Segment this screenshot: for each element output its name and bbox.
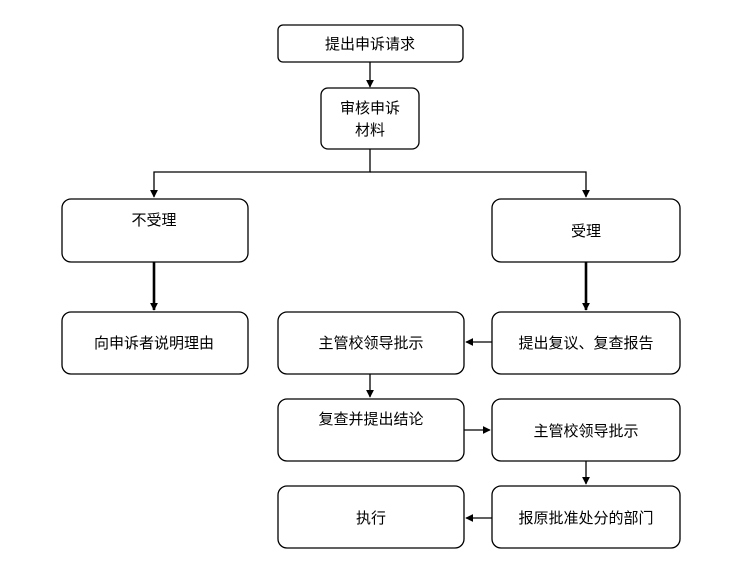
flow-connectors xyxy=(150,62,590,522)
node-accepted-label: 受理 xyxy=(571,222,601,240)
node-reinspect-conclude-label: 复查并提出结论 xyxy=(318,410,423,428)
node-explain-reason-label: 向申诉者说明理由 xyxy=(94,334,214,352)
node-review-materials: 审核申诉 材料 xyxy=(320,87,420,150)
edge-review-to-not-accepted xyxy=(150,149,371,198)
edge-review-to-accepted xyxy=(370,171,590,198)
node-review-materials-label-line1: 审核申诉 xyxy=(340,99,400,117)
node-accepted: 受理 xyxy=(491,198,681,263)
node-not-accepted: 不受理 xyxy=(61,198,249,263)
node-submit-request: 提出申诉请求 xyxy=(277,24,464,63)
node-supervisor-approval-2: 主管校领导批示 xyxy=(491,398,681,462)
node-execute: 执行 xyxy=(277,485,465,549)
node-review-materials-label-line2: 材料 xyxy=(355,121,385,139)
node-report-department-label: 报原批准处分的部门 xyxy=(518,509,653,527)
node-report-department: 报原批准处分的部门 xyxy=(491,485,681,549)
node-supervisor-approval-1: 主管校领导批示 xyxy=(277,311,465,375)
node-reinspection-report-label: 提出复议、复查报告 xyxy=(518,334,653,352)
node-supervisor-approval-2-label: 主管校领导批示 xyxy=(533,422,638,440)
node-execute-label: 执行 xyxy=(356,509,386,527)
node-submit-request-label: 提出申诉请求 xyxy=(325,35,415,53)
node-explain-reason: 向申诉者说明理由 xyxy=(61,311,249,375)
node-reinspection-report: 提出复议、复查报告 xyxy=(491,311,681,375)
node-supervisor-approval-1-label: 主管校领导批示 xyxy=(318,334,423,352)
node-not-accepted-label: 不受理 xyxy=(131,211,176,229)
node-reinspect-conclude: 复查并提出结论 xyxy=(277,398,465,462)
